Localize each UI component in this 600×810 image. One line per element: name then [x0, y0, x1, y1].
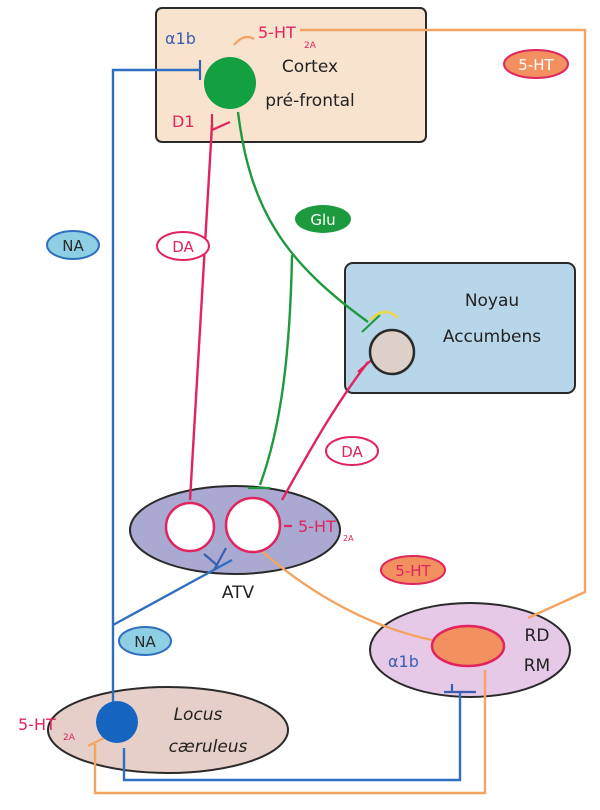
ht-path-rd-to-locus: [93, 670, 487, 795]
da-path-atv-to-accumbens: [280, 361, 369, 501]
badge-na-bottom: NA: [118, 626, 172, 656]
glutamate-pathways: [236, 111, 369, 486]
locus-region: [47, 686, 289, 774]
ht-path-rd-to-cortex: [300, 28, 587, 620]
noradrenaline-receptor-marks: [198, 60, 476, 694]
ht2a-locus-label: 5-HT: [18, 715, 56, 734]
cortex-neuron: [204, 57, 256, 109]
accumbens-label-line2: Accumbens: [443, 327, 541, 347]
badge-na-left: NA: [46, 230, 100, 260]
badge-da-mid: DA: [325, 436, 379, 466]
rm-label: RM: [524, 656, 550, 676]
ht2a-locus-sub: 2A: [63, 733, 76, 743]
serotonin-receptor-marks: [87, 35, 255, 747]
atv-receptor-mark: [203, 547, 227, 571]
glu-accumbens-receptor-mark: [361, 314, 381, 333]
alpha1b-cortex-label: α1b: [165, 29, 196, 48]
na-path-locus-to-cortex: [111, 68, 200, 710]
badge-da-top-text: DA: [172, 238, 194, 256]
rd-label: RD: [525, 626, 550, 646]
badge-5ht-mid: 5-HT: [380, 555, 446, 585]
atv-neuron-right: [224, 496, 282, 554]
d1-label: D1: [172, 112, 195, 131]
alpha1b-rd-receptor-mark: [444, 684, 476, 694]
ht2a-locus-receptor-mark: [87, 737, 105, 747]
ht2a-cortex-sub: 2A: [304, 41, 317, 51]
na-path-locus-to-atv: [112, 558, 233, 627]
noradrenaline-pathways: [111, 68, 462, 782]
rd-neuron: [430, 624, 506, 668]
ht2a-atv-label: 5-HT: [298, 517, 336, 536]
dopamine-pathways: [188, 124, 369, 501]
serotonin-pathways: [93, 28, 587, 795]
cortex-region: [155, 7, 427, 143]
glu-path-cortex-to-accumbens: [236, 111, 369, 323]
badge-glu: Glu: [295, 205, 351, 233]
d1-receptor-mark: [210, 114, 231, 132]
ht2a-cortex-receptor-mark: [233, 35, 255, 46]
cortex-label-line2: pré-frontal: [265, 91, 355, 111]
locus-neuron: [96, 701, 138, 743]
ht2a-cortex-label: 5-HT: [258, 23, 296, 42]
alpha1b-rd-label: α1b: [388, 652, 419, 671]
glu-path-cortex-to-atv: [258, 254, 294, 486]
accumbens-neuron: [368, 328, 416, 376]
badge-da-top: DA: [156, 231, 210, 261]
glutamate-receptor-marks: [248, 314, 381, 490]
ht2a-atv-sub: 2A: [343, 534, 354, 543]
badge-5ht-mid-text: 5-HT: [395, 562, 431, 580]
badge-5ht-top: 5-HT: [503, 49, 569, 79]
na-path-locus-to-rd: [122, 692, 462, 782]
locus-label-line2: cæruleus: [169, 737, 248, 757]
cortex-label-line1: Cortex: [282, 57, 338, 77]
badge-5ht-top-text: 5-HT: [518, 56, 554, 74]
badge-na-left-text: NA: [62, 237, 84, 255]
atv-neuron-left: [164, 501, 216, 553]
da-path-atv-to-cortex: [188, 124, 214, 501]
locus-label-line1: Locus: [174, 705, 223, 725]
ht-path-atv-to-rd: [257, 547, 433, 642]
atv-label: ATV: [222, 583, 255, 603]
accumbens-label-line1: Noyau: [465, 291, 519, 311]
yellow-receptor-mark: [369, 310, 399, 321]
badge-da-mid-text: DA: [341, 443, 363, 461]
badge-glu-text: Glu: [310, 211, 335, 229]
badge-na-bottom-text: NA: [134, 633, 156, 651]
